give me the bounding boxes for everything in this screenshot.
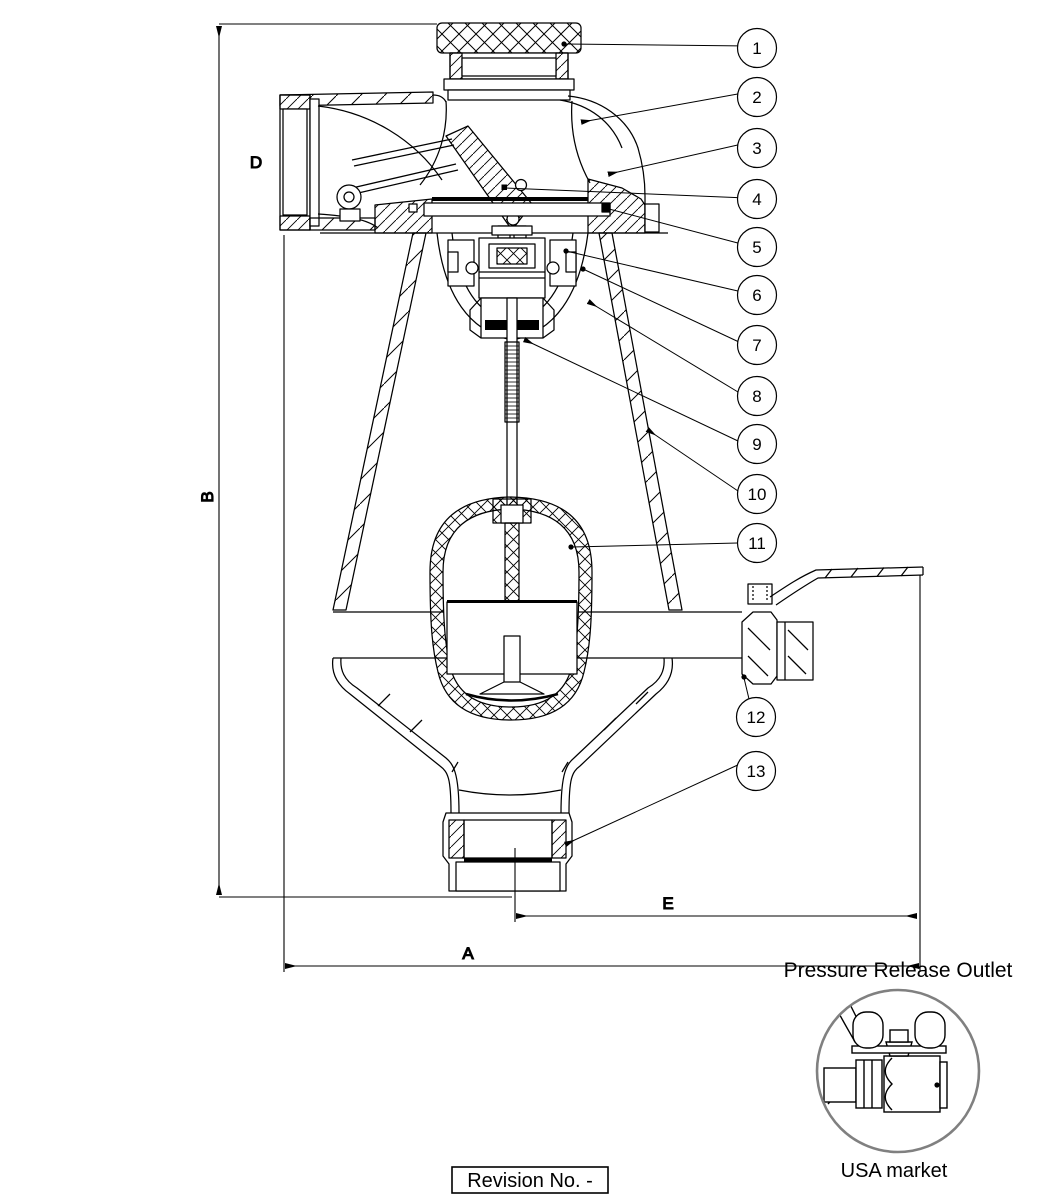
callout-1-number: 1 xyxy=(752,39,761,58)
dimensions: A B D E xyxy=(197,23,921,972)
callout-2: 2 xyxy=(736,76,778,118)
callout-8-number: 8 xyxy=(752,387,761,406)
callout-6: 6 xyxy=(736,274,778,316)
float xyxy=(429,496,593,721)
callout-7-number: 7 xyxy=(752,336,761,355)
valve-cross-section xyxy=(279,22,924,892)
upper-body-and-inlet xyxy=(279,91,646,233)
revision-block: Revision No. - xyxy=(451,1166,609,1194)
callout-9-number: 9 xyxy=(752,435,761,454)
detail-title: Pressure Release Outlet xyxy=(784,959,1013,982)
flange-joint xyxy=(320,178,668,234)
detail-caption: USA market xyxy=(841,1160,948,1182)
callout-7: 7 xyxy=(736,324,778,366)
bottom-outlet xyxy=(442,812,573,892)
ball-valve-detail-art xyxy=(823,995,948,1113)
revision-text: Revision No. - xyxy=(467,1170,593,1192)
callout-5: 5 xyxy=(736,226,778,268)
pilot-mechanism xyxy=(436,225,589,341)
callout-12: 12 xyxy=(735,696,777,738)
side-outlet xyxy=(741,566,924,685)
lower-bowl xyxy=(331,657,674,814)
callout-13-number: 13 xyxy=(747,762,766,781)
top-cap xyxy=(436,22,582,101)
callout-8: 8 xyxy=(736,375,778,417)
callout-4: 4 xyxy=(736,178,778,220)
callout-3: 3 xyxy=(736,127,778,169)
callout-1: 1 xyxy=(736,27,778,69)
callout-13: 13 xyxy=(735,750,777,792)
dim-label-D: D xyxy=(250,153,262,172)
valve-stem xyxy=(504,297,520,544)
pressure-release-detail: Pressure Release Outlet USA market xyxy=(784,959,1013,1182)
callout-leaders xyxy=(501,41,750,847)
callout-11-number: 11 xyxy=(748,534,766,553)
callout-6-number: 6 xyxy=(752,286,761,305)
callout-12-number: 12 xyxy=(747,708,766,727)
callout-2-number: 2 xyxy=(752,88,761,107)
dimension-A xyxy=(283,235,921,972)
callout-5-number: 5 xyxy=(752,238,761,257)
callout-10-number: 10 xyxy=(748,485,767,504)
dim-label-B: B xyxy=(198,491,217,502)
cone-walls xyxy=(332,232,683,611)
callout-10: 10 xyxy=(736,473,778,515)
callout-4-number: 4 xyxy=(752,190,761,209)
dim-label-A: A xyxy=(462,944,474,963)
callout-9: 9 xyxy=(736,423,778,465)
detail-circle xyxy=(815,988,981,1154)
callout-balloons: 1 2 3 4 5 6 7 8 9 10 11 12 13 xyxy=(735,27,778,792)
callout-11: 11 xyxy=(736,522,778,564)
dim-label-E: E xyxy=(662,894,673,913)
dimension-B xyxy=(216,23,512,898)
dimension-E xyxy=(514,848,917,922)
callout-3-number: 3 xyxy=(752,139,761,158)
